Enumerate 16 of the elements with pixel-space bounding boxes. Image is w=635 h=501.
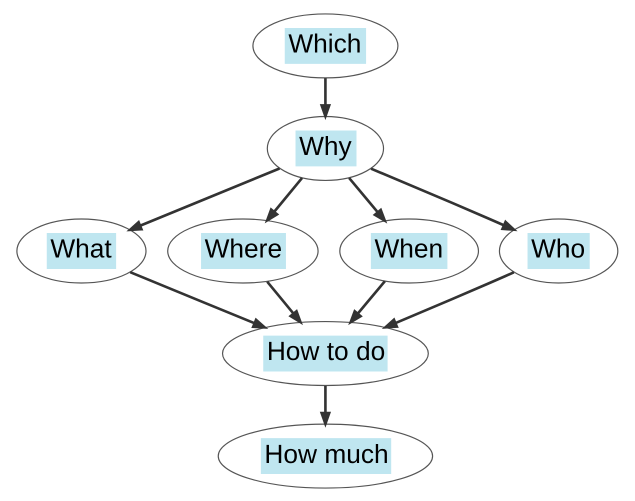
node-ellipse: When	[339, 218, 480, 284]
arrow	[348, 280, 386, 325]
arrow	[382, 270, 514, 328]
arrow	[370, 166, 518, 231]
arrow	[264, 176, 303, 223]
arrow	[320, 78, 332, 120]
node-ellipse: How much	[218, 423, 434, 488]
node-ellipse: Which	[252, 12, 399, 78]
node-ellipse: Why	[266, 115, 384, 181]
node-ellipse: Where	[167, 218, 319, 284]
arrow	[320, 385, 332, 428]
arrow	[348, 176, 388, 224]
arrow	[130, 270, 268, 328]
arrow	[126, 166, 280, 231]
arrow	[266, 280, 303, 325]
node-ellipse: How to do	[222, 320, 429, 386]
